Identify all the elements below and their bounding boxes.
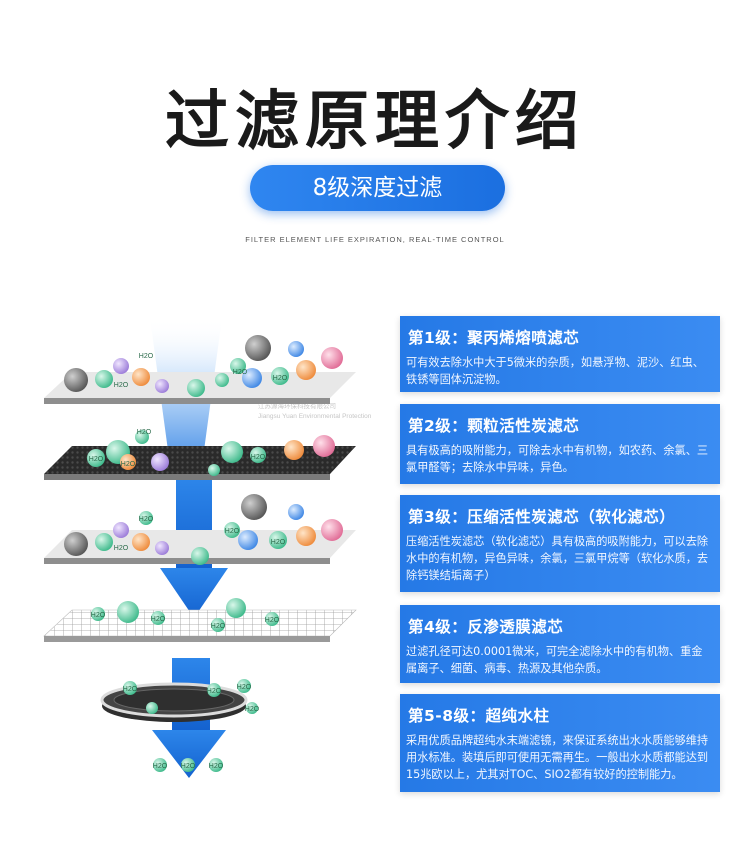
stage-card-1: 第1级：聚丙烯熔喷滤芯 可有效去除水中大于5微米的杂质，如悬浮物、泥沙、红虫、铁… <box>400 316 720 392</box>
h2o-label: H2O <box>233 369 248 376</box>
stage-count-badge: 8级深度过滤 <box>250 165 505 211</box>
page-subtitle: FILTER ELEMENT LIFE EXPIRATION, REAL-TIM… <box>245 235 505 244</box>
h2o-label: H2O <box>181 763 196 770</box>
stage-description: 采用优质品牌超纯水末端滤镜，来保证系统出水水质能够维持用水标准。装填后即可使用无… <box>406 734 709 781</box>
stage-description: 压缩活性炭滤芯（软化滤芯）具有极高的吸附能力，可以去除水中的有机物，异色异味，余… <box>406 535 709 582</box>
stage-title: 第2级：颗粒活性炭滤芯 <box>408 417 580 435</box>
particles-output <box>153 758 223 772</box>
stage-title: 第3级：压缩活性炭滤芯（软化滤芯） <box>408 508 676 526</box>
stage-title: 第5-8级：超纯水柱 <box>408 707 550 725</box>
h2o-label: H2O <box>139 353 154 360</box>
h2o-label: H2O <box>151 616 166 623</box>
stage-description: 过滤孔径可达0.0001微米，可完全滤除水中的有机物、重金属离子、细菌、病毒、热… <box>406 645 703 675</box>
particles-layer-4 <box>91 598 279 632</box>
h2o-label: H2O <box>211 623 226 630</box>
h2o-label: H2O <box>114 382 129 389</box>
h2o-label: H2O <box>153 763 168 770</box>
h2o-label: H2O <box>225 528 240 535</box>
stage-card-5: 第5-8级：超纯水柱 采用优质品牌超纯水末端滤镜，来保证系统出水水质能够维持用水… <box>400 694 720 792</box>
page-title: 过滤原理介绍 <box>165 85 585 159</box>
h2o-label: H2O <box>265 617 280 624</box>
h2o-label: H2O <box>91 612 106 619</box>
h2o-label: H2O <box>121 461 136 468</box>
h2o-label: H2O <box>123 686 138 693</box>
h2o-label: H2O <box>273 375 288 382</box>
stage-card-4: 第4级：反渗透膜滤芯 过滤孔径可达0.0001微米，可完全滤除水中的有机物、重金… <box>400 605 720 683</box>
h2o-label: H2O <box>89 456 104 463</box>
h2o-label: H2O <box>237 684 252 691</box>
particles-layer-3 <box>64 494 343 565</box>
h2o-label: H2O <box>251 454 266 461</box>
h2o-label: H2O <box>271 539 286 546</box>
particles-layer-5 <box>123 679 258 714</box>
watermark-line-en: Jiangsu Yuan Environmental Protection <box>258 413 372 420</box>
stage-title: 第4级：反渗透膜滤芯 <box>408 618 564 636</box>
particles-layer-1 <box>64 335 343 397</box>
company-watermark: 江苏源海环保科技有限公司 Jiangsu Yuan Environmental … <box>258 402 418 422</box>
stage-title: 第1级：聚丙烯熔喷滤芯 <box>408 329 580 347</box>
stage-card-2: 第2级：颗粒活性炭滤芯 具有极高的吸附能力，可除去水中有机物，如农药、余氯、三氯… <box>400 404 720 484</box>
stage-description: 具有极高的吸附能力，可除去水中有机物，如农药、余氯、三氯甲醛等；去除水中异味，异… <box>406 444 709 474</box>
flow-arrow-head-lower <box>152 730 226 778</box>
h2o-label: H2O <box>207 688 222 695</box>
h2o-label: H2O <box>209 763 224 770</box>
h2o-label: H2O <box>114 545 129 552</box>
stage-description: 可有效去除水中大于5微米的杂质，如悬浮物、泥沙、红虫、铁锈等固体沉淀物。 <box>406 356 704 386</box>
watermark-line-cn: 江苏源海环保科技有限公司 <box>258 403 336 410</box>
filtration-diagram: H2O H2O H2O H2O H2O H2O H2O H2O H2O H2O … <box>43 318 357 778</box>
flow-arrow-head <box>160 568 228 618</box>
particles-layer-2 <box>87 430 335 476</box>
h2o-label: H2O <box>245 706 260 713</box>
h2o-label: H2O <box>137 429 152 436</box>
h2o-label: H2O <box>139 516 154 523</box>
stage-card-3: 第3级：压缩活性炭滤芯（软化滤芯） 压缩活性炭滤芯（软化滤芯）具有极高的吸附能力… <box>400 495 720 592</box>
